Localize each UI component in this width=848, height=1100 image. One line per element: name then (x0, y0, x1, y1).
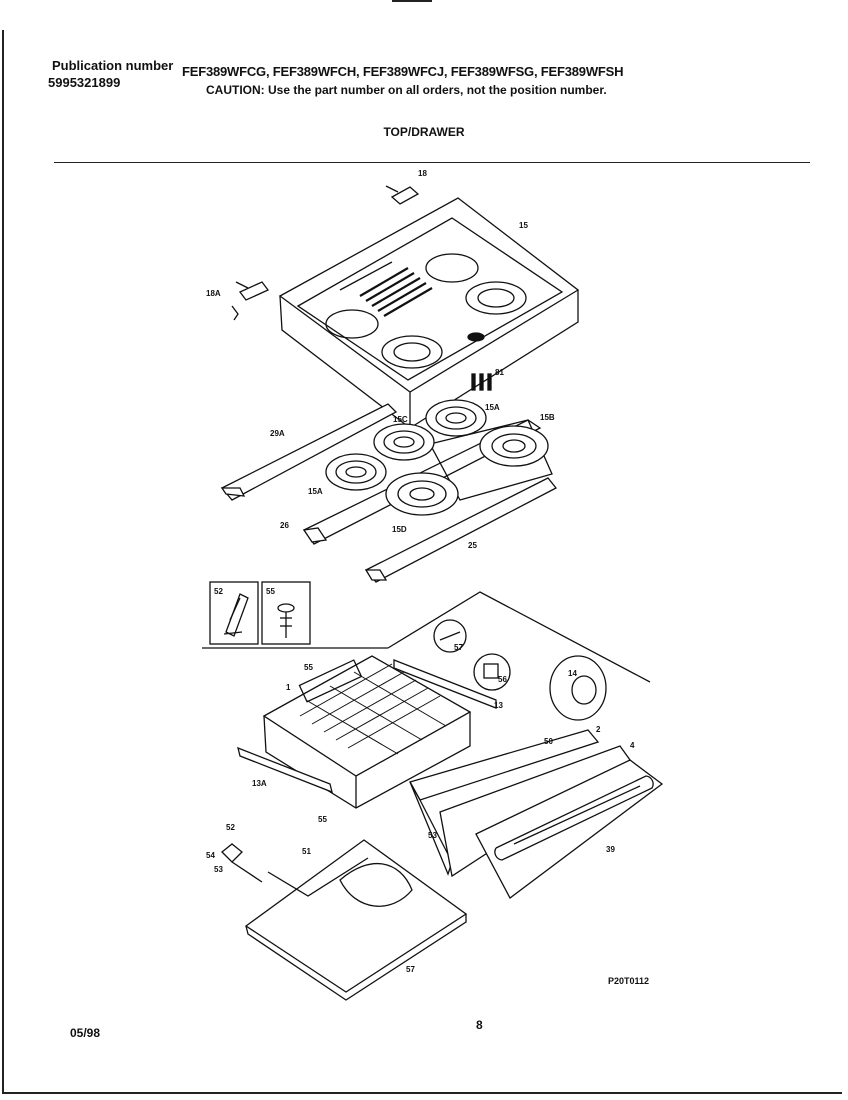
drawing-code: P20T0112 (608, 976, 650, 986)
section-title: TOP/DRAWER (383, 125, 465, 139)
callout-label: 51 (302, 847, 311, 856)
callout-label: 13 (494, 701, 503, 710)
callout-label: 26 (280, 521, 289, 530)
model-list: FEF389WFCG, FEF389WFCH, FEF389WFCJ, FEF3… (182, 64, 624, 79)
callout-label: 15D (392, 525, 407, 534)
callout-label: 29A (270, 429, 285, 438)
caution-note: CAUTION: Use the part number on all orde… (206, 83, 607, 97)
drawer-bottom (221, 839, 468, 1001)
publication-number: 5995321899 (48, 75, 121, 90)
callout-label: 2 (596, 725, 601, 734)
callout-label: 15A (485, 403, 500, 412)
callout-label: 53 (214, 865, 223, 874)
top-edge-mark (392, 0, 432, 2)
callout-label: 14 (568, 669, 577, 678)
callout-label: 55 (266, 587, 275, 596)
page-number: 8 (476, 1018, 483, 1032)
page-frame (2, 30, 842, 1094)
callout-label: 50 (544, 737, 553, 746)
header-rule (54, 162, 810, 163)
callout-label: 55 (318, 815, 327, 824)
callout-label: 18 (418, 169, 427, 178)
callout-label: 53 (428, 831, 437, 840)
callout-label: 4 (630, 741, 635, 750)
publication-label: Publication number (52, 58, 174, 73)
callout-label: 25 (468, 541, 477, 550)
cooktop-assembly (231, 185, 580, 429)
callout-label: 57 (406, 965, 415, 974)
drawer-front (409, 729, 664, 899)
inset-part-boxes (202, 581, 651, 683)
callout-label: 15B (540, 413, 555, 422)
callout-label: 56 (498, 675, 507, 684)
callout-label: 18A (206, 289, 221, 298)
callout-label: 15 (519, 221, 528, 230)
drawer-assembly (237, 619, 607, 809)
callout-label: 52 (226, 823, 235, 832)
callout-labels: 18 15 18A 81 15A 15B 15C 29A 15A 15D 26 25 52 55 57 56 1… (206, 169, 635, 974)
callout-label: 13A (252, 779, 267, 788)
callout-label: 55 (304, 663, 313, 672)
callout-label: 57 (454, 643, 463, 652)
callout-label: 15C (393, 415, 408, 424)
surface-elements (325, 373, 549, 516)
callout-label: 81 (495, 368, 504, 377)
revision-date: 05/98 (70, 1026, 101, 1040)
callout-label: 52 (214, 587, 223, 596)
callout-label: 54 (206, 851, 215, 860)
callout-label: 1 (286, 683, 291, 692)
callout-label: 15A (308, 487, 323, 496)
callout-label: 39 (606, 845, 615, 854)
